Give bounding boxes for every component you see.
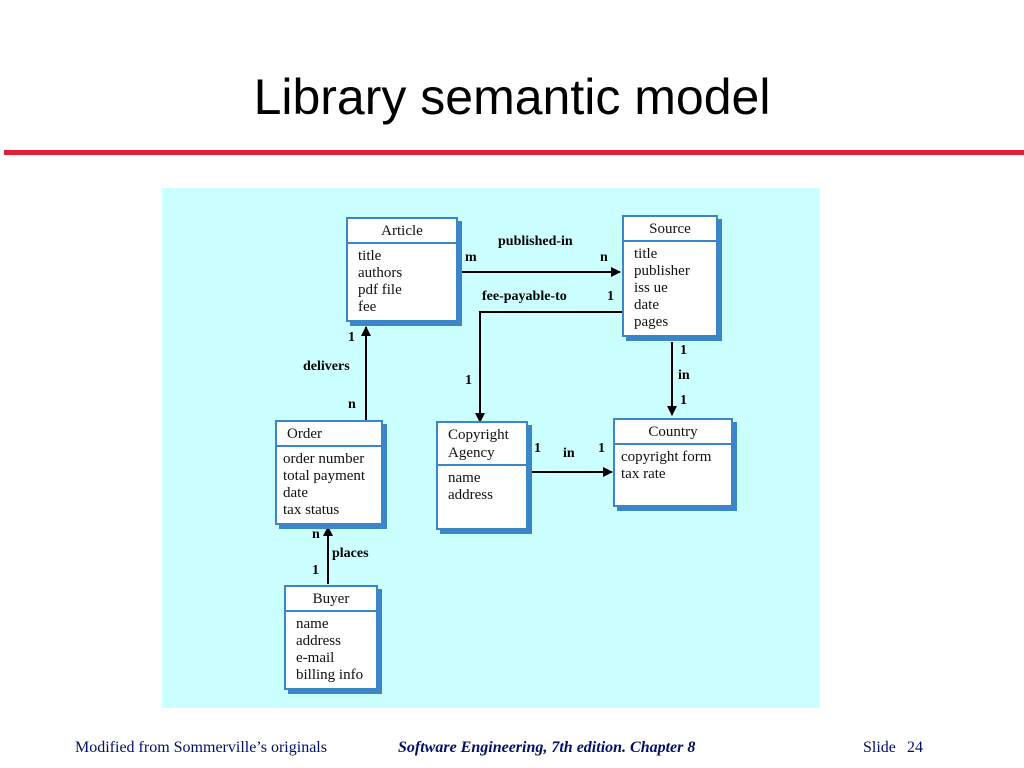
attribute: date <box>283 485 308 501</box>
entity-header: Country <box>615 420 731 445</box>
entity-name-line: Agency <box>448 445 495 461</box>
cardinality-label: 1 <box>598 441 605 456</box>
attribute: pdf file <box>358 282 402 298</box>
attribute: tax rate <box>621 466 666 482</box>
entity-attributes: copyright form tax rate <box>615 445 731 487</box>
entity-order: Order order number total payment date ta… <box>275 420 383 525</box>
attribute: publisher <box>634 263 690 279</box>
relation-label-in: in <box>563 446 575 461</box>
relation-label-in: in <box>678 368 690 383</box>
entity-attributes: title publisher iss ue date pages <box>624 242 716 335</box>
footer-slide-number: 24 <box>907 739 923 756</box>
entity-buyer: Buyer name address e-mail billing info <box>284 585 378 690</box>
entity-header: Article <box>348 219 456 244</box>
entity-header: Copyright Agency <box>438 423 526 466</box>
attribute: iss ue <box>634 280 668 296</box>
entity-attributes: order number total payment date tax stat… <box>277 447 381 523</box>
entity-article: Article title authors pdf file fee <box>346 217 458 322</box>
cardinality-label: 1 <box>534 441 541 456</box>
relation-label-places: places <box>332 546 369 561</box>
title-divider <box>4 150 1024 155</box>
attribute: e-mail <box>296 650 335 666</box>
entity-header: Source <box>624 217 716 242</box>
attribute: fee <box>358 299 377 315</box>
fee-payable-to-line <box>475 311 622 423</box>
cardinality-label: 1 <box>680 393 687 408</box>
attribute: date <box>634 297 659 313</box>
attribute: tax status <box>283 502 340 518</box>
cardinality-label: n <box>348 397 356 412</box>
cardinality-label: 1 <box>607 289 614 304</box>
entity-attributes: name address e-mail billing info <box>286 612 376 688</box>
relation-label-fee-payable-to: fee-payable-to <box>482 289 567 304</box>
footer-slide-label: Slide <box>863 739 896 756</box>
cardinality-label: n <box>312 527 320 542</box>
attribute: title <box>358 248 382 264</box>
entity-name-line: Copyright <box>448 427 509 443</box>
attribute: pages <box>634 314 669 330</box>
cardinality-label: 1 <box>312 563 319 578</box>
attribute: address <box>448 487 493 503</box>
cardinality-label: 1 <box>680 343 687 358</box>
entity-attributes: title authors pdf file fee <box>348 244 456 320</box>
attribute: authors <box>358 265 403 281</box>
relation-label-delivers: delivers <box>303 359 350 374</box>
cardinality-label: n <box>600 250 608 265</box>
relation-label-published-in: published-in <box>498 234 573 249</box>
slide-title: Library semantic model <box>253 69 771 125</box>
cardinality-label: m <box>465 250 477 265</box>
entity-country: Country copyright form tax rate <box>613 418 733 507</box>
attribute: name <box>448 470 481 486</box>
entity-source: Source title publisher iss ue date pages <box>622 215 718 337</box>
cardinality-label: 1 <box>465 373 472 388</box>
cardinality-label: 1 <box>348 330 355 345</box>
attribute: order number <box>283 451 365 467</box>
entity-header: Buyer <box>286 587 376 612</box>
attribute: copyright form <box>621 449 712 465</box>
entity-header: Order <box>277 422 381 447</box>
attribute: address <box>296 633 341 649</box>
attribute: total payment <box>283 468 366 484</box>
attribute: title <box>634 246 658 262</box>
entity-attributes: name address <box>438 466 526 508</box>
attribute: billing info <box>296 667 364 683</box>
entity-copyright-agency: Copyright Agency name address <box>436 421 528 530</box>
footer-credit: Modified from Sommerville’s originals <box>75 739 327 756</box>
footer-course: Software Engineering, 7th edition. Chapt… <box>398 739 696 756</box>
attribute: name <box>296 616 329 632</box>
